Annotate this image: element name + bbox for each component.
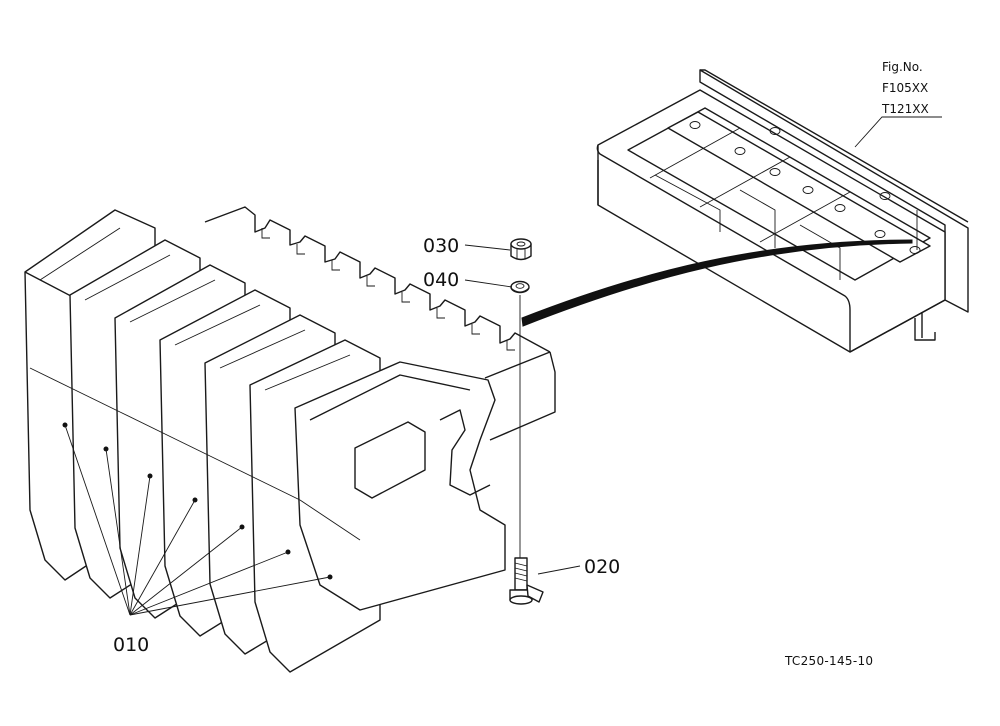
weight-stack [24, 206, 556, 673]
bracket-hole [689, 121, 701, 129]
callout-020: 020 [584, 556, 620, 578]
weight-leader-lines [64, 424, 331, 616]
bolt-leader-line [537, 565, 581, 575]
bracket-hole [769, 127, 781, 135]
washer-040 [510, 280, 530, 294]
washer-leader-line [464, 279, 513, 288]
fig-code-2: T121XX [881, 102, 929, 116]
callout-010: 010 [113, 634, 149, 656]
fig-leader-line [854, 116, 942, 148]
bolt-to-bracket-leader [521, 239, 913, 327]
callout-040: 040 [423, 269, 459, 291]
bracket-hole [734, 147, 746, 155]
fig-code-1: F105XX [882, 81, 928, 95]
bracket-hole [879, 192, 891, 200]
bracket-holes [689, 121, 921, 254]
bracket-hole [834, 204, 846, 212]
bolt-020 [509, 557, 544, 605]
fig-no-label: Fig.No. [882, 60, 923, 74]
bracket-hole [769, 168, 781, 176]
nut-leader-line [464, 244, 511, 251]
weight-bracket [596, 69, 969, 353]
bracket-hole [802, 186, 814, 194]
bracket-hole [874, 230, 886, 238]
drawing-code: TC250-145-10 [784, 654, 873, 668]
bracket-hole [909, 246, 921, 254]
callout-030: 030 [423, 235, 459, 257]
nut-030 [510, 238, 532, 261]
